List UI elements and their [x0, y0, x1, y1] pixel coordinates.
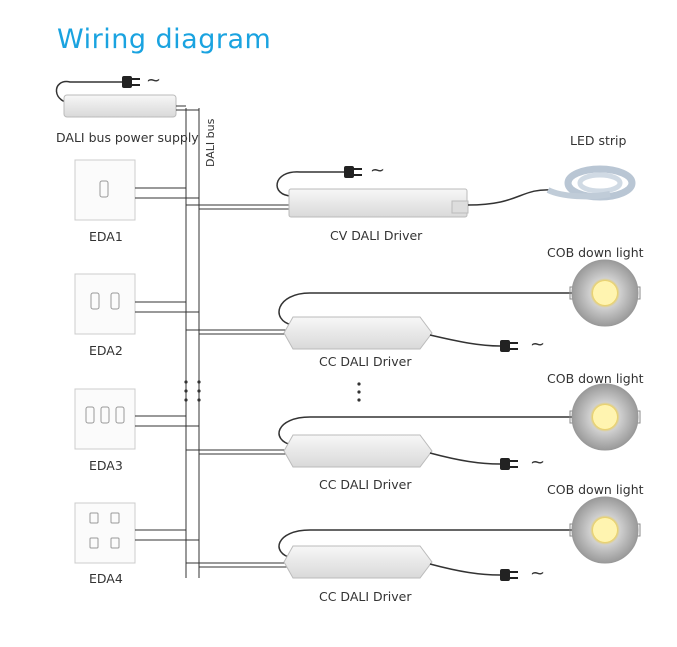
eda1-panel [74, 159, 199, 221]
cob-down-light-1 [569, 259, 641, 327]
cc-dali-driver-2 [186, 416, 574, 468]
eda3-label: EDA3 [89, 458, 123, 473]
plug-icon [500, 569, 518, 581]
ac-symbol: ~ [530, 334, 546, 355]
plug-icon [344, 166, 362, 178]
plug-icon [500, 458, 518, 470]
cob-label-2: COB down light [547, 371, 644, 386]
ac-symbol: ~ [146, 70, 162, 91]
eda2-panel [74, 273, 199, 335]
page-title: Wiring diagram [57, 24, 272, 55]
cc-driver-label-2: CC DALI Driver [319, 477, 412, 492]
cc-driver-label-1: CC DALI Driver [319, 354, 412, 369]
eda3-panel [74, 388, 199, 450]
cob-label-1: COB down light [547, 245, 644, 260]
led-strip-label: LED strip [570, 133, 627, 148]
cob-down-light-3 [569, 496, 641, 564]
eda2-label: EDA2 [89, 343, 123, 358]
cob-label-3: COB down light [547, 482, 644, 497]
dali-power-supply [55, 80, 199, 118]
cc-dali-driver-1 [186, 292, 574, 350]
plug-icon [500, 340, 518, 352]
led-strip-image [546, 165, 636, 201]
ac-symbol: ~ [530, 452, 546, 473]
cc-driver-label-3: CC DALI Driver [319, 589, 412, 604]
bus-dots [184, 380, 361, 402]
dali-bus-label: DALI bus [204, 118, 217, 167]
plug-icon [122, 76, 140, 88]
cv-driver-label: CV DALI Driver [330, 228, 423, 243]
eda4-label: EDA4 [89, 571, 123, 586]
cc-dali-driver-3 [186, 529, 574, 579]
cv-dali-driver [186, 171, 553, 218]
cob-down-light-2 [569, 383, 641, 451]
eda4-panel [74, 502, 199, 564]
power-supply-label: DALI bus power supply [56, 130, 199, 145]
ac-symbol: ~ [530, 563, 546, 584]
dali-bus-lines [185, 108, 200, 578]
eda1-label: EDA1 [89, 229, 123, 244]
ac-symbol: ~ [370, 160, 386, 181]
